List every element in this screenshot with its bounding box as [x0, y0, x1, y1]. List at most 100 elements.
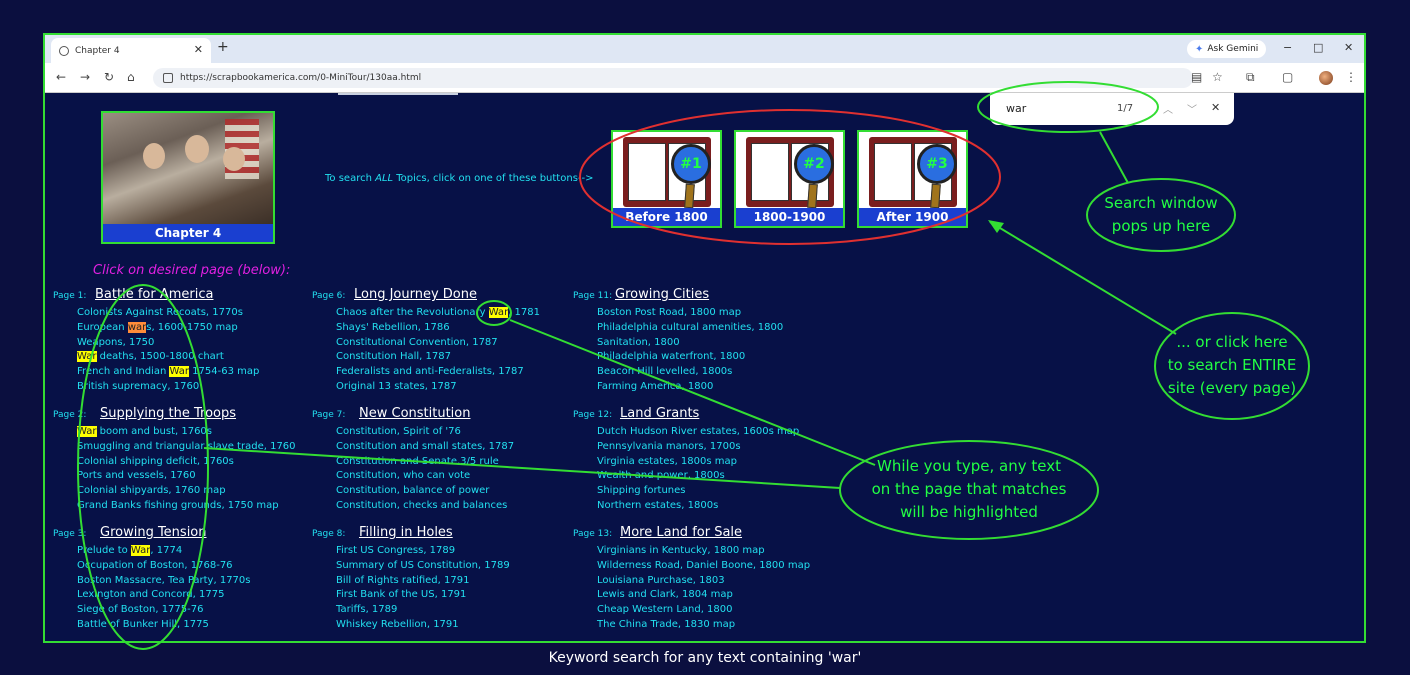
maximize-button[interactable]: □ — [1313, 41, 1324, 54]
topic-text: Wealth and power, 1800s — [597, 470, 725, 482]
topic-link[interactable]: First Bank of the US, 1791 — [336, 588, 572, 603]
topic-link[interactable]: Farming America, 1800 — [597, 380, 833, 395]
topic-link[interactable]: Philadelphia cultural amenities, 1800 — [597, 321, 833, 336]
topic-link[interactable]: French and Indian War 1754-63 map — [77, 365, 313, 380]
topic-link[interactable]: Battle of Bunker Hill, 1775 — [77, 618, 313, 633]
page-title-link[interactable]: Supplying the Troops — [100, 406, 237, 421]
topic-text: Virginia estates, 1800s map — [597, 455, 737, 467]
topic-link[interactable]: War boom and bust, 1760s — [77, 425, 313, 440]
topic-link[interactable]: Boston Post Road, 1800 map — [597, 306, 833, 321]
page-title-link[interactable]: Filling in Holes — [359, 525, 453, 540]
new-tab-button[interactable]: + — [217, 39, 229, 55]
topic-link[interactable]: Wealth and power, 1800s — [597, 469, 833, 484]
era-button-1800-1900[interactable]: #2 1800-1900 — [734, 130, 845, 228]
site-info-icon[interactable] — [163, 73, 173, 83]
topic-link[interactable]: Bill of Rights ratified, 1791 — [336, 574, 572, 589]
topic-link[interactable]: First US Congress, 1789 — [336, 544, 572, 559]
era-button-label: After 1900 — [859, 208, 966, 226]
topic-link[interactable]: The China Trade, 1830 map — [597, 618, 833, 633]
topic-link[interactable]: Shipping fortunes — [597, 484, 833, 499]
find-previous-icon[interactable]: ︿ — [1163, 105, 1173, 116]
topic-link[interactable]: Lewis and Clark, 1804 map — [597, 588, 833, 603]
page-number: Page 12: — [573, 410, 613, 420]
page-title-link[interactable]: Battle for America — [95, 287, 214, 302]
topic-text: Occupation of Boston, 1768-76 — [77, 559, 233, 571]
topic-link[interactable]: Cheap Western Land, 1800 — [597, 603, 833, 618]
topic-link[interactable]: Constitution Hall, 1787 — [336, 350, 572, 365]
topic-link[interactable]: Shays' Rebellion, 1786 — [336, 321, 572, 336]
topic-link[interactable]: Smuggling and triangular slave trade, 17… — [77, 440, 313, 455]
page-title-link[interactable]: Long Journey Done — [354, 287, 477, 302]
forward-arrow-icon[interactable]: → — [80, 70, 91, 84]
topic-link[interactable]: Ports and vessels, 1760 — [77, 469, 313, 484]
topic-text: First US Congress, 1789 — [336, 545, 456, 556]
page-title-link[interactable]: Growing Tension — [100, 525, 207, 540]
topic-link[interactable]: Tariffs, 1789 — [336, 603, 572, 618]
find-close-icon[interactable]: ✕ — [1211, 101, 1221, 114]
topic-text: Shipping fortunes — [597, 485, 686, 497]
close-window-button[interactable]: ✕ — [1344, 41, 1354, 54]
topic-link[interactable]: Colonists Against Recoats, 1770s — [77, 306, 313, 321]
topic-link[interactable]: Constitution, who can vote — [336, 469, 572, 484]
page-title-link[interactable]: Growing Cities — [615, 287, 710, 302]
bookmark-star-icon[interactable]: ☆ — [1212, 70, 1223, 84]
topic-link[interactable]: Occupation of Boston, 1768-76 — [77, 559, 313, 574]
topic-link[interactable]: Whiskey Rebellion, 1791 — [336, 618, 572, 633]
find-next-icon[interactable]: ﹀ — [1187, 105, 1197, 116]
page-title-link[interactable]: Land Grants — [620, 406, 700, 421]
topic-link[interactable]: Federalists and anti-Federalists, 1787 — [336, 365, 572, 380]
topic-link[interactable]: Boston Massacre, Tea Party, 1770s — [77, 574, 313, 589]
topic-link[interactable]: Constitution and small states, 1787 — [336, 440, 572, 455]
topic-link[interactable]: Pennsylvania manors, 1700s — [597, 440, 833, 455]
topic-link[interactable]: Colonial shipyards, 1760 map — [77, 484, 313, 499]
reload-icon[interactable]: ↻ — [104, 70, 115, 84]
profile-avatar[interactable] — [1319, 71, 1333, 85]
topic-link[interactable]: Constitutional Convention, 1787 — [336, 336, 572, 351]
side-panel-icon[interactable]: ▢ — [1282, 70, 1294, 84]
topic-link[interactable]: Philadelphia waterfront, 1800 — [597, 350, 833, 365]
topic-link[interactable]: European wars, 1600-1750 map — [77, 321, 313, 336]
topic-link[interactable]: Northern estates, 1800s — [597, 499, 833, 514]
topic-link[interactable]: Siege of Boston, 1775-76 — [77, 603, 313, 618]
topic-link[interactable]: Grand Banks fishing grounds, 1750 map — [77, 499, 313, 514]
topic-link[interactable]: Virginia estates, 1800s map — [597, 455, 833, 470]
url-bar[interactable]: https://scrapbookamerica.com/0-MiniTour/… — [153, 68, 1193, 88]
topic-link[interactable]: Virginians in Kentucky, 1800 map — [597, 544, 833, 559]
topic-link[interactable]: Sanitation, 1800 — [597, 336, 833, 351]
chapter-image[interactable]: Chapter 4 — [101, 111, 275, 244]
back-arrow-icon[interactable]: ← — [56, 70, 67, 84]
topic-link[interactable]: Original 13 states, 1787 — [336, 380, 572, 395]
topic-link[interactable]: Beacon Hill levelled, 1800s — [597, 365, 833, 380]
era-button-before-1800[interactable]: #1 Before 1800 — [611, 130, 722, 228]
find-input[interactable]: war — [1006, 102, 1027, 115]
topic-link[interactable]: Weapons, 1750 — [77, 336, 313, 351]
topic-link[interactable]: Constitution, balance of power — [336, 484, 572, 499]
topic-link[interactable]: British supremacy, 1760 — [77, 380, 313, 395]
home-icon[interactable]: ⌂ — [127, 70, 135, 84]
topic-link[interactable]: Constitution, Spirit of '76 — [336, 425, 572, 440]
extensions-puzzle-icon[interactable]: ⧉ — [1246, 70, 1255, 84]
topic-link[interactable]: Prelude to War, 1774 — [77, 544, 313, 559]
reader-icon[interactable]: ▤ — [1191, 70, 1203, 84]
tab-chapter-4[interactable]: Chapter 4 ✕ — [51, 38, 211, 63]
close-tab-icon[interactable]: ✕ — [193, 43, 203, 56]
page-title-link[interactable]: New Constitution — [359, 406, 471, 421]
topic-link[interactable]: War deaths, 1500-1800 chart — [77, 350, 313, 365]
topic-link[interactable]: Louisiana Purchase, 1803 — [597, 574, 833, 589]
topic-link[interactable]: Colonial shipping deficit, 1760s — [77, 455, 313, 470]
menu-kebab-icon[interactable]: ⋮ — [1345, 70, 1357, 84]
topic-link[interactable]: Constitution, checks and balances — [336, 499, 572, 514]
minimize-button[interactable]: − — [1283, 41, 1293, 54]
era-button-after-1900[interactable]: #3 After 1900 — [857, 130, 968, 228]
page-title-link[interactable]: More Land for Sale — [620, 525, 743, 540]
topic-link[interactable]: Dutch Hudson River estates, 1600s map — [597, 425, 833, 440]
topic-link[interactable]: Summary of US Constitution, 1789 — [336, 559, 572, 574]
topic-link[interactable]: Constitution and Senate,3/5 rule — [336, 455, 572, 470]
topic-link[interactable]: Lexington and Concord, 1775 — [77, 588, 313, 603]
topic-link[interactable]: Chaos after the Revolutionary War, 1781 — [336, 306, 572, 321]
topic-link[interactable]: Wilderness Road, Daniel Boone, 1800 map — [597, 559, 833, 574]
ask-gemini-button[interactable]: ✦ Ask Gemini — [1187, 40, 1267, 58]
address-toolbar: ← → ↻ ⌂ https://scrapbookamerica.com/0-M… — [45, 63, 1364, 93]
